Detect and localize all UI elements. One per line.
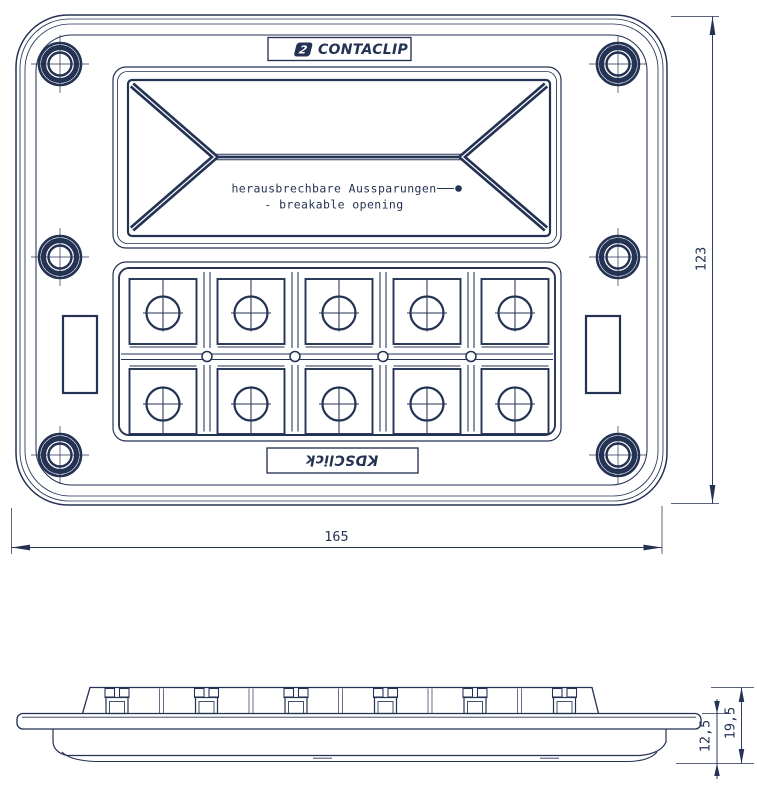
annotation-line1: herausbrechbare Aussparungen	[231, 182, 436, 196]
terminal-block	[61, 261, 622, 442]
clip-tab-group-4	[372, 687, 399, 715]
width-dimension: 165	[11, 506, 663, 554]
brand-plate-bottom-frame	[266, 447, 419, 474]
total-height-dimension: 19,5	[723, 687, 745, 764]
arrow-right-icon	[643, 544, 662, 551]
clip-tab-group-6	[551, 687, 578, 715]
brand-plate-bottom: KDSClick	[266, 447, 419, 474]
kdsclick-logo-text: KDSClick	[304, 452, 378, 468]
top-view: 2 CONTACLIP herausbrechbare Aussparungen…	[15, 14, 668, 506]
lower-height-dim-value: 12,5	[698, 720, 714, 753]
terminal-module-1	[128, 277, 198, 436]
breakable-opening-panel: herausbrechbare Aussparungen - breakable…	[112, 66, 562, 249]
terminal-block-outer-frame	[112, 261, 562, 442]
screw-top-left-icon	[31, 35, 89, 93]
clip-tab-group-2	[193, 687, 220, 715]
terminal-module-2	[216, 277, 286, 436]
side-dimensions: 12,5 19,5	[676, 687, 754, 779]
total-height-dim-value: 19,5	[723, 707, 739, 740]
enclosure-outline	[15, 14, 668, 506]
width-dim-value: 165	[324, 529, 348, 545]
arrow-up-icon	[709, 16, 716, 35]
module-centerline-1	[159, 688, 164, 714]
terminal-block-inner-frame	[118, 267, 556, 436]
divider-channel-3	[377, 271, 389, 433]
lower-height-dimension: 12,5	[698, 699, 720, 779]
height-dim-value: 123	[694, 247, 710, 271]
screw-bottom-left-icon	[31, 426, 89, 484]
enclosure-inner-face	[35, 34, 648, 486]
body-bottom-lip	[61, 751, 658, 763]
side-slot-right	[584, 314, 622, 395]
panel-mid-frame	[117, 71, 557, 244]
body-outline	[52, 729, 667, 757]
divider-channel-4	[465, 271, 477, 433]
terminal-module-3	[304, 277, 374, 436]
screw-bottom-right-icon	[589, 426, 647, 484]
module-centerline-2	[248, 688, 254, 714]
arrow-up-icon	[738, 687, 745, 702]
panel-inner-frame	[126, 78, 552, 238]
contaclip-logo-glyph-icon: 2	[294, 42, 313, 57]
screw-middle-left-icon	[31, 228, 89, 286]
panel-outer-frame	[112, 66, 562, 249]
terminal-module-4	[392, 277, 462, 436]
module-centerline-5	[517, 688, 522, 714]
breakout-left-chevron	[129, 82, 220, 232]
side-slot-left	[61, 314, 99, 395]
screw-top-right-icon	[589, 35, 647, 93]
clip-tab-group-3	[282, 687, 310, 715]
arrow-down-icon	[709, 485, 716, 504]
brand-plate-top-frame	[267, 36, 412, 62]
logo-glyph-char: 2	[298, 44, 309, 57]
clip-tab-group-1	[103, 687, 131, 715]
annotation-leader-dot	[455, 185, 462, 192]
brand-plate-top: 2 CONTACLIP	[267, 36, 412, 62]
contaclip-logo-text: CONTACLIP	[318, 42, 409, 58]
enclosure-edge-2	[19, 18, 664, 502]
flange-outline	[16, 712, 702, 730]
divider-channel-1	[201, 271, 213, 433]
module-centerline-3	[338, 688, 343, 714]
divider-channel-2	[289, 271, 301, 433]
arrow-down-icon	[738, 749, 745, 764]
raised-section-outline	[81, 686, 600, 714]
screw-middle-right-icon	[589, 228, 647, 286]
arrow-down-icon	[714, 701, 720, 714]
clip-tab-group-5	[461, 687, 489, 715]
arrow-left-icon	[11, 544, 30, 551]
height-dimension: 123	[671, 16, 719, 504]
side-view	[16, 686, 702, 763]
breakout-right-chevron	[457, 82, 549, 232]
enclosure-outer-edge	[15, 14, 668, 506]
arrow-up-icon	[714, 763, 720, 776]
annotation-line2: - breakable opening	[264, 198, 403, 212]
enclosure-edge-3	[24, 23, 659, 497]
terminal-module-5	[480, 277, 550, 436]
module-centerline-4	[427, 688, 433, 714]
